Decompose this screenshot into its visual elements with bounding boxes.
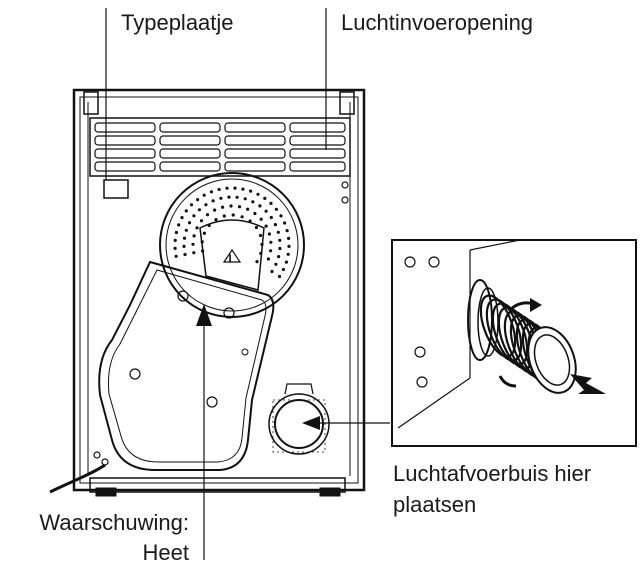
- perforation-hole: [202, 193, 206, 197]
- perforation-hole: [173, 238, 177, 242]
- perforation-hole: [269, 201, 273, 205]
- perforation-hole: [251, 200, 255, 204]
- perforation-hole: [177, 223, 181, 227]
- perforation-hole: [287, 244, 291, 248]
- perforation-hole: [243, 197, 247, 201]
- perforation-hole: [284, 260, 288, 264]
- label-exhaust-pipe-line2: plaatsen: [393, 492, 477, 517]
- perforation-hole: [184, 209, 188, 213]
- perforation-hole: [192, 251, 196, 255]
- perforation-hole: [182, 244, 186, 248]
- perforation-hole: [278, 246, 282, 251]
- perforation-hole: [191, 242, 195, 246]
- perforation-hole: [255, 260, 259, 264]
- perforation-hole: [209, 190, 214, 194]
- perforation-hole: [277, 274, 282, 279]
- power-cord: [49, 463, 106, 494]
- perforation-hole: [269, 215, 273, 220]
- perforation-hole: [192, 234, 196, 238]
- perforation-hole: [231, 213, 235, 217]
- perforation-hole: [241, 187, 245, 191]
- label-air-inlet: Luchtinvoeropening: [341, 10, 534, 35]
- perforation-hole: [258, 233, 263, 238]
- label-exhaust-pipe-line1: Luchtafvoerbuis hier: [393, 461, 592, 486]
- perforation-hole: [219, 196, 223, 200]
- perforation-hole: [235, 195, 239, 199]
- perforation-hole: [183, 252, 187, 257]
- perforation-hole: [225, 186, 229, 190]
- perforation-hole: [196, 198, 200, 202]
- perforation-hole: [254, 225, 258, 230]
- exhaust-pipe-detail-inset: [391, 239, 637, 447]
- perforation-hole: [174, 254, 178, 258]
- exhaust-outlet: [268, 383, 330, 455]
- perforation-hole: [199, 219, 204, 223]
- perforation-hole: [279, 214, 283, 218]
- perforation-hole: [274, 207, 278, 211]
- label-warning-line2: Heet: [142, 540, 189, 565]
- perforation-hole: [184, 228, 188, 232]
- perforation-hole: [211, 199, 215, 203]
- perforation-hole: [182, 236, 187, 240]
- perforation-hole: [233, 186, 237, 190]
- perforation-hole: [187, 221, 192, 225]
- air-inlet-vents: [89, 117, 351, 177]
- hot-warning-arrow: [196, 304, 212, 560]
- perforation-hole: [189, 203, 194, 207]
- perforation-hole: [213, 208, 217, 212]
- perforation-hole: [269, 249, 273, 253]
- perforation-hole: [237, 205, 242, 209]
- perforation-hole: [264, 209, 268, 213]
- perforation-hole: [278, 238, 282, 242]
- perforation-hole: [229, 204, 233, 208]
- perforation-hole: [287, 236, 291, 240]
- perforation-hole: [249, 189, 253, 193]
- perforation-hole: [227, 195, 231, 199]
- heat-duct-cover: !: [98, 219, 275, 471]
- perforation-hole: [180, 216, 184, 220]
- perforation-hole: [277, 255, 281, 259]
- perforation-hole: [246, 207, 250, 211]
- label-type-plate: Typeplaatje: [121, 10, 234, 35]
- perforation-hole: [195, 226, 199, 230]
- perforation-hole: [267, 232, 271, 236]
- perforation-hole: [269, 240, 273, 244]
- perforation-hole: [286, 252, 290, 256]
- perforation-hole: [273, 223, 277, 227]
- perforation-hole: [222, 214, 226, 218]
- perforated-drum-cover: [159, 172, 305, 318]
- perforation-hole: [256, 192, 260, 196]
- type-plate: [103, 179, 129, 199]
- label-warning-line1: Waarschuwing:: [39, 510, 189, 535]
- perforation-hole: [192, 214, 196, 218]
- perforation-hole: [253, 211, 257, 216]
- perforation-hole: [266, 257, 270, 261]
- perforation-hole: [270, 269, 274, 274]
- perforation-hole: [204, 203, 208, 207]
- perforation-hole: [263, 196, 267, 200]
- svg-text:!: !: [229, 254, 231, 263]
- perforation-hole: [221, 205, 225, 209]
- dryer-cabinet: [72, 88, 366, 497]
- perforation-hole: [202, 231, 206, 235]
- exhaust-arrow: [302, 416, 390, 430]
- perforation-hole: [264, 224, 268, 228]
- perforation-hole: [173, 246, 177, 250]
- perforation-hole: [217, 187, 221, 192]
- perforation-hole: [281, 267, 285, 272]
- perforation-hole: [285, 229, 289, 233]
- perforation-hole: [174, 230, 178, 235]
- perforation-hole: [240, 215, 244, 219]
- perforation-hole: [283, 221, 287, 225]
- perforation-hole: [274, 262, 278, 266]
- perforation-hole: [197, 208, 201, 212]
- perforation-hole: [205, 213, 210, 217]
- perforation-hole: [258, 204, 262, 208]
- perforation-hole: [214, 218, 218, 222]
- perforation-hole: [276, 230, 280, 234]
- perforation-hole: [259, 217, 263, 221]
